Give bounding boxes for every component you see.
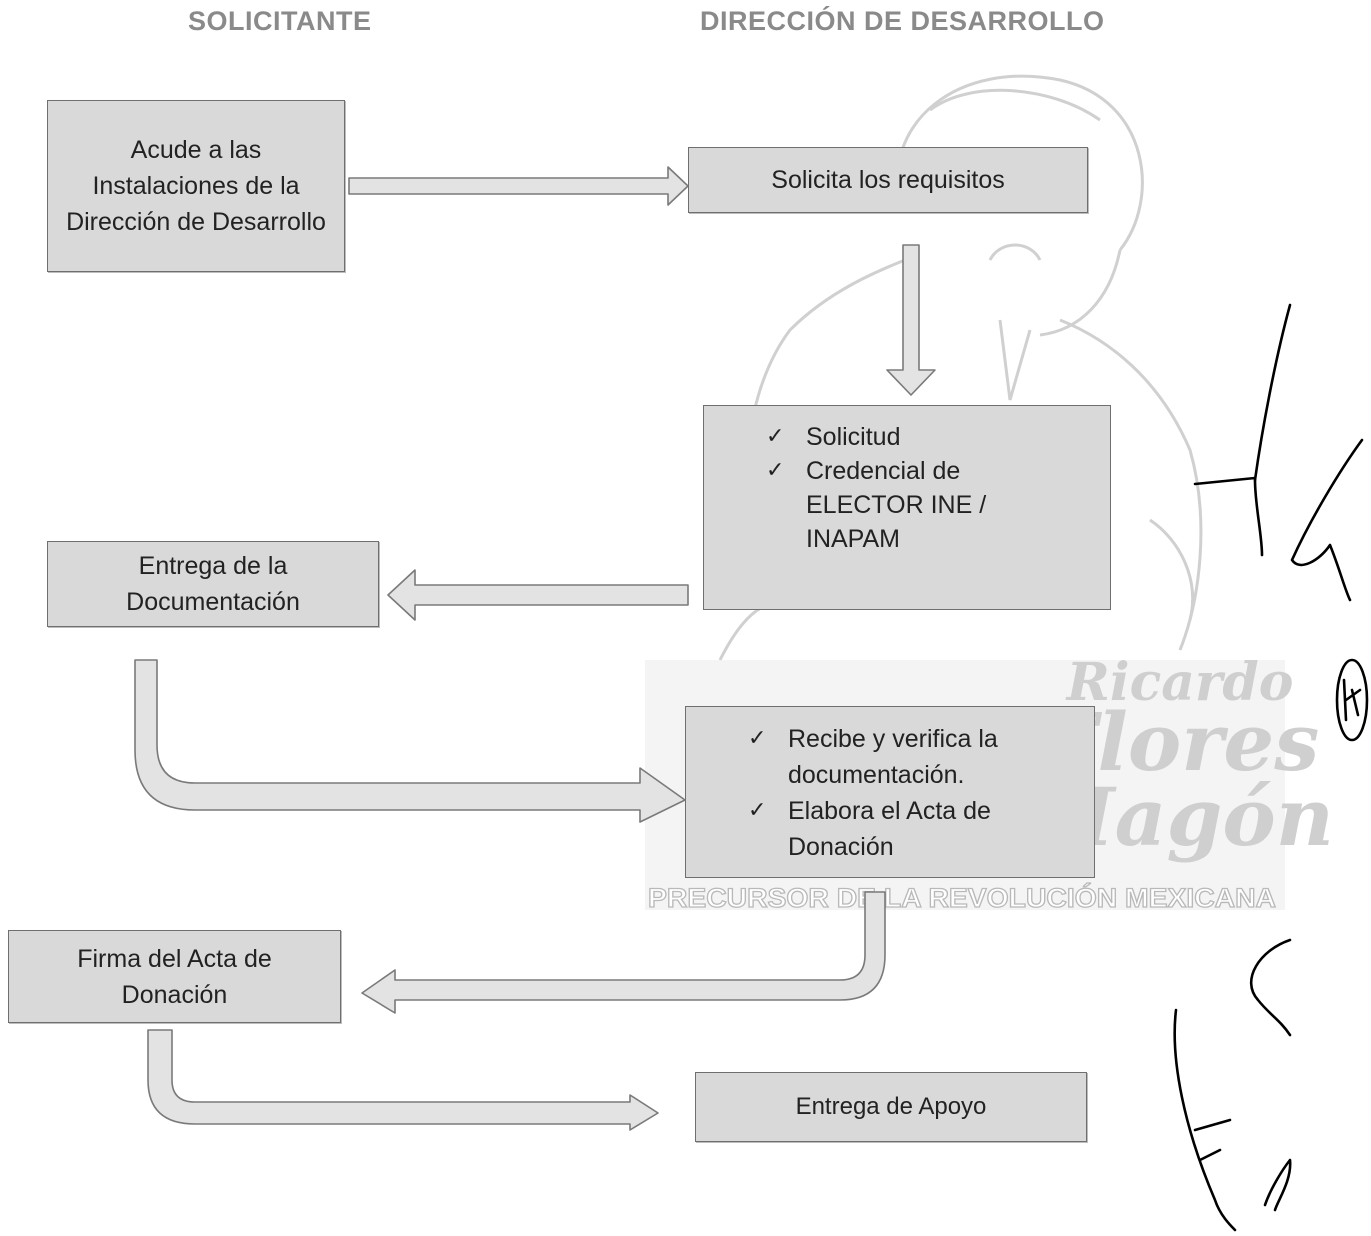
recibe-text: Elabora el Acta de Donación xyxy=(788,797,991,861)
check-icon: ✓ xyxy=(748,726,767,751)
recibe-list: ✓ Recibe y verifica la documentación. ✓ El… xyxy=(748,721,1054,865)
arrow-acude-to-solicita xyxy=(348,166,689,206)
step-entrega-apoyo-box: Entrega de Apoyo xyxy=(695,1072,1087,1142)
arrow-firma-to-apoyo xyxy=(147,1029,659,1131)
arrow-solicita-to-requisitos xyxy=(886,244,936,396)
requisitos-box: ✓ Solicitud ✓ Credencial de ELECTOR INE / … xyxy=(703,405,1111,610)
step-solicita-box: Solicita los requisitos xyxy=(688,147,1088,213)
step-entrega-doc-label: Entrega de la Documentación xyxy=(126,552,300,616)
initials-mark xyxy=(1335,658,1369,742)
step-solicita-label: Solicita los requisitos xyxy=(771,166,1005,194)
recibe-item: ✓ Recibe y verifica la documentación. xyxy=(748,721,1054,793)
arrow-requisitos-to-entrega xyxy=(387,569,689,621)
check-icon: ✓ xyxy=(766,458,785,483)
check-icon: ✓ xyxy=(748,798,767,823)
arrow-recibe-to-firma xyxy=(361,891,886,1014)
requisito-item: ✓ Solicitud xyxy=(766,420,1050,454)
arrow-entrega-to-recibe xyxy=(134,659,686,823)
recibe-item: ✓ Elabora el Acta de Donación xyxy=(748,793,1054,865)
step-entrega-apoyo-label: Entrega de Apoyo xyxy=(795,1093,987,1120)
step-firma-label: Firma del Acta de Donación xyxy=(77,944,272,1009)
step-acude-box: Acude a las Instalaciones de la Direcció… xyxy=(47,100,345,272)
recibe-box: ✓ Recibe y verifica la documentación. ✓ El… xyxy=(685,706,1095,878)
step-entrega-doc-box: Entrega de la Documentación xyxy=(47,541,379,627)
signature-mark-1 xyxy=(1193,303,1364,602)
column-header-solicitante: SOLICITANTE xyxy=(188,6,372,36)
svg-text:Ricardo: Ricardo xyxy=(1065,652,1294,713)
requisitos-list: ✓ Solicitud ✓ Credencial de ELECTOR INE / … xyxy=(766,420,1050,556)
step-acude-label: Acude a las Instalaciones de la Direcció… xyxy=(66,136,326,236)
recibe-text: Recibe y verifica la documentación. xyxy=(788,725,998,789)
requisito-text: Solicitud xyxy=(806,423,901,451)
step-firma-box: Firma del Acta de Donación xyxy=(8,930,341,1023)
requisito-text: Credencial de ELECTOR INE / INAPAM xyxy=(806,457,987,553)
check-icon: ✓ xyxy=(766,424,785,449)
signature-mark-2 xyxy=(1173,938,1292,1232)
svg-text:PRECURSOR DE LA REVOLUCIÓN MEX: PRECURSOR DE LA REVOLUCIÓN MEXICANA xyxy=(648,882,1276,913)
requisito-item: ✓ Credencial de ELECTOR INE / INAPAM xyxy=(766,454,1050,556)
column-header-direccion: DIRECCIÓN DE DESARROLLO xyxy=(700,6,1105,36)
